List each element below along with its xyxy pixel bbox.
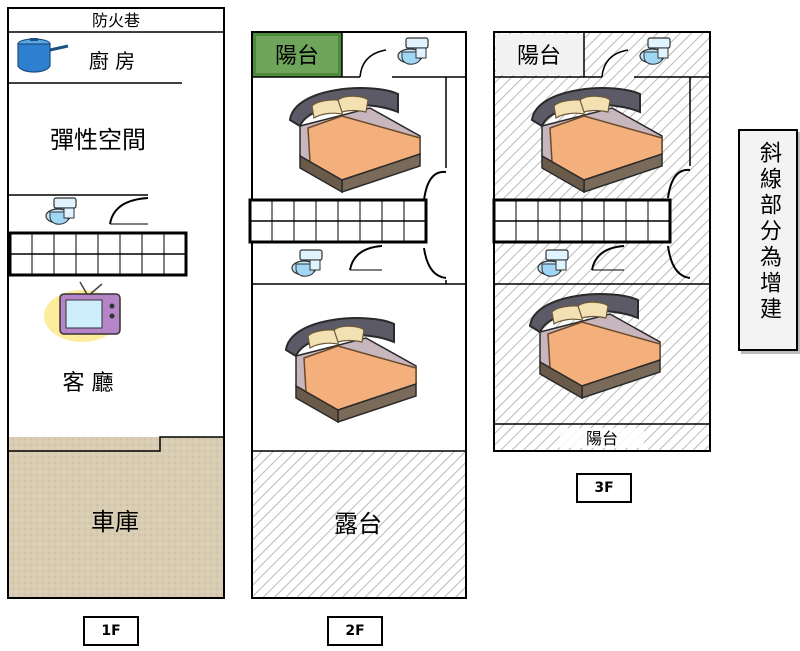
floor-label-3f: 3F bbox=[576, 473, 632, 503]
hatch-legend-text: 斜線部分為增建 bbox=[756, 141, 781, 323]
floor-1f-outline bbox=[7, 7, 225, 599]
flex-space-label: 彈性空間 bbox=[50, 126, 146, 154]
door-swing bbox=[349, 245, 383, 271]
toilet-icon bbox=[45, 197, 77, 225]
door-swing bbox=[667, 168, 691, 199]
pot-icon bbox=[17, 38, 69, 73]
floor-label-2f: 2F bbox=[327, 616, 383, 646]
floor-label-1f: 1F bbox=[83, 616, 139, 646]
garage-wall bbox=[8, 436, 224, 452]
balcony-3f-top-bg bbox=[496, 34, 584, 75]
kitchen-label: 廚 房 bbox=[89, 49, 135, 73]
tv-icon bbox=[44, 281, 121, 342]
door-swing bbox=[667, 245, 691, 279]
staircase bbox=[248, 198, 428, 244]
floor-3f: 陽台 陽台 bbox=[492, 31, 711, 452]
bed-icon bbox=[289, 87, 421, 193]
toilet-icon bbox=[291, 249, 323, 277]
floor-1f: 防火巷 廚 房 彈性空間 客 廳 車庫 bbox=[7, 7, 225, 599]
garage-fill bbox=[8, 437, 224, 598]
door-swing bbox=[601, 49, 629, 78]
terrace-label: 露台 bbox=[334, 510, 382, 538]
door-swing bbox=[591, 245, 625, 271]
garage-label: 車庫 bbox=[91, 508, 139, 536]
door-swing bbox=[109, 197, 149, 225]
living-room-label: 客 廳 bbox=[63, 371, 114, 396]
fire-lane-label: 防火巷 bbox=[92, 11, 140, 30]
door-swing bbox=[423, 247, 447, 279]
floor-2f: 陽台 露台 bbox=[248, 31, 467, 599]
balcony-3f-top-label: 陽台 bbox=[517, 44, 561, 69]
balcony-3f-bottom-label: 陽台 bbox=[586, 429, 618, 448]
hatch-legend-note: 斜線部分為增建 bbox=[738, 129, 798, 351]
bed-icon bbox=[285, 317, 417, 423]
balcony-3f-bottom-bg bbox=[560, 428, 644, 448]
staircase bbox=[492, 198, 672, 244]
staircase bbox=[8, 231, 188, 277]
floor-2f-outline bbox=[251, 31, 467, 599]
terrace-fill bbox=[252, 451, 466, 598]
toilet-icon bbox=[397, 37, 429, 65]
balcony-2f-label: 陽台 bbox=[275, 44, 319, 69]
balcony-2f-inner bbox=[256, 36, 338, 73]
door-swing bbox=[423, 170, 447, 201]
door-swing bbox=[359, 49, 387, 78]
